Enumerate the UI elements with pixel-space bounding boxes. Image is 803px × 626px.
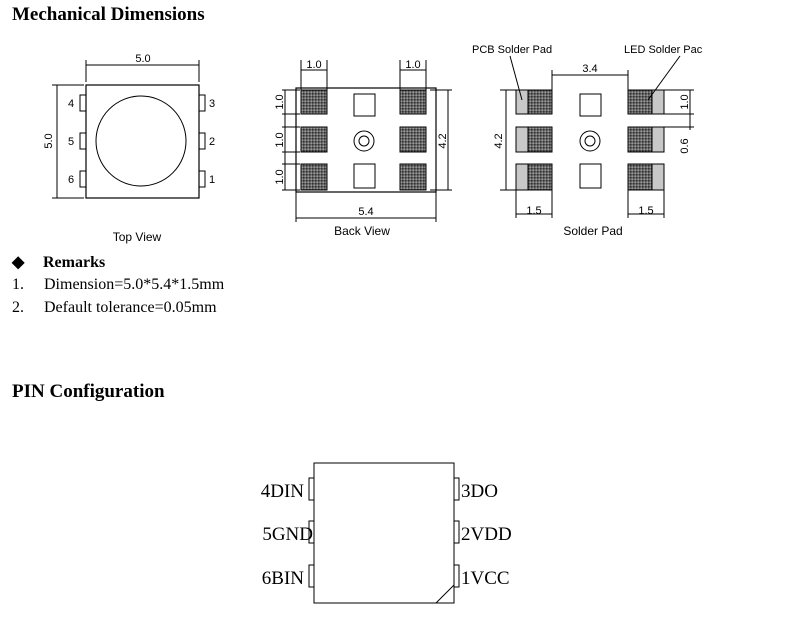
solder-pad-height-label: 1.0 bbox=[679, 94, 691, 109]
pin-configuration-heading: PIN Configuration bbox=[12, 381, 165, 402]
pin-2-vdd-label: 2VDD bbox=[461, 524, 512, 545]
remarks-title: ◆Remarks bbox=[12, 254, 106, 271]
pin-package-body bbox=[313, 462, 455, 604]
solder-height-label: 4.2 bbox=[493, 133, 505, 148]
solder-spacing-label: 3.4 bbox=[582, 63, 597, 75]
back-pad-width-left: 1.0 bbox=[306, 59, 321, 71]
pin-package bbox=[308, 462, 460, 604]
top-pin-2: 2 bbox=[209, 136, 215, 148]
pin-3-do-label: 3DO bbox=[461, 481, 498, 502]
solder-gap-label: 0.6 bbox=[679, 138, 691, 153]
solder-pad-caption: Solder Pad bbox=[563, 224, 622, 238]
solder-bottom-right-label: 1.5 bbox=[638, 205, 653, 217]
top-pin-6: 6 bbox=[68, 174, 74, 186]
back-view-caption: Back View bbox=[334, 224, 390, 238]
pin-5-gnd-label: 5GND bbox=[262, 524, 313, 545]
top-pin-4: 4 bbox=[68, 98, 74, 110]
top-pin-1: 1 bbox=[209, 174, 215, 186]
pin-1-vcc-label: 1VCC bbox=[461, 568, 510, 589]
diamond-bullet-icon: ◆ bbox=[12, 254, 25, 271]
lens-circle bbox=[95, 95, 187, 187]
back-view-body bbox=[295, 87, 437, 193]
top-view-body bbox=[85, 84, 200, 199]
top-pin-3: 3 bbox=[209, 98, 215, 110]
solder-pad-view bbox=[500, 55, 694, 218]
pin-6-bin-label: 6BIN bbox=[262, 568, 305, 589]
remark-item: 2.Default tolerance=0.05mm bbox=[12, 299, 217, 316]
back-pad-height-1: 1.0 bbox=[274, 94, 286, 109]
led-solder-pad-label: LED Solder Pac bbox=[624, 44, 703, 56]
back-pad-height-2: 1.0 bbox=[274, 132, 286, 147]
top-view-caption: Top View bbox=[113, 230, 162, 244]
top-width-label: 5.0 bbox=[135, 53, 150, 65]
back-pad-width-right: 1.0 bbox=[405, 59, 420, 71]
back-pad-height-3: 1.0 bbox=[274, 169, 286, 184]
back-width-label: 5.4 bbox=[358, 206, 373, 218]
remark-item: 1.Dimension=5.0*5.4*1.5mm bbox=[12, 276, 225, 293]
top-view bbox=[52, 60, 206, 199]
pcb-solder-pad-label: PCB Solder Pad bbox=[472, 44, 552, 56]
solder-bottom-left-label: 1.5 bbox=[526, 205, 541, 217]
back-height-label: 4.2 bbox=[437, 133, 449, 148]
pin-4-din-label: 4DIN bbox=[261, 481, 305, 502]
back-view bbox=[282, 60, 452, 222]
top-height-label: 5.0 bbox=[43, 133, 55, 148]
mechanical-dimensions-heading: Mechanical Dimensions bbox=[12, 4, 205, 25]
top-pin-5: 5 bbox=[68, 136, 74, 148]
